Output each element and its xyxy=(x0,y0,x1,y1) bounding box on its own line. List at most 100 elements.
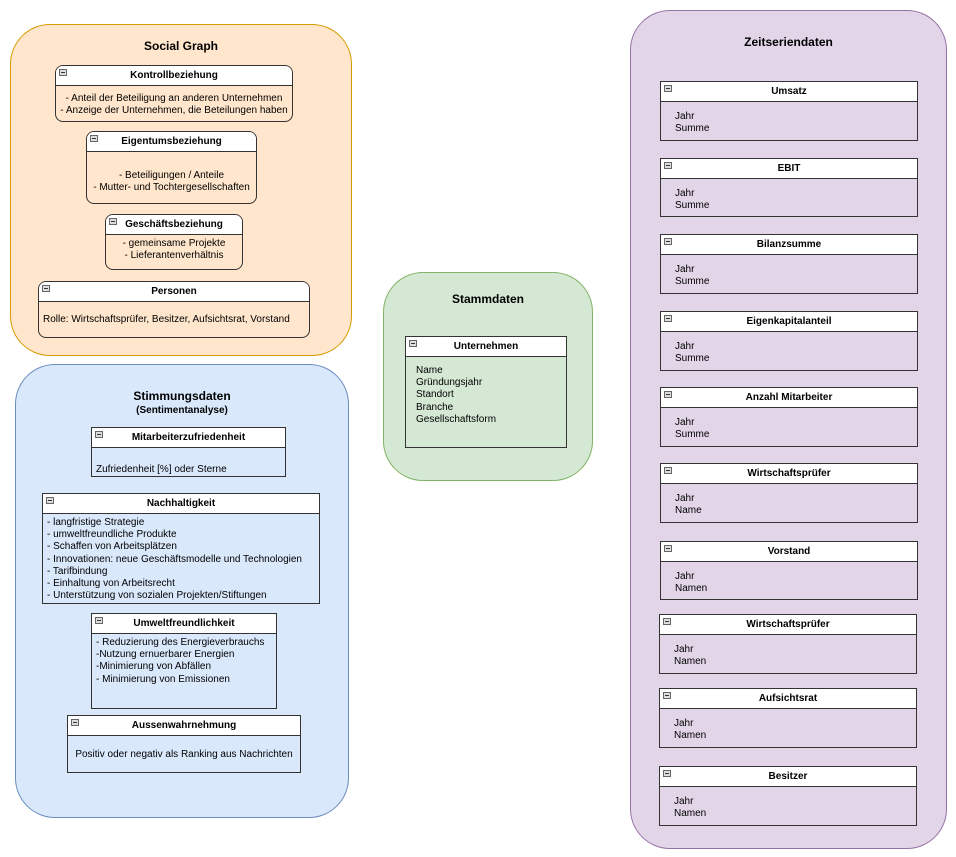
entity-header: Kontrollbeziehung xyxy=(56,66,292,86)
collapse-icon[interactable] xyxy=(95,431,103,438)
entity-attribute: -Minimierung von Abfällen xyxy=(96,661,212,673)
entity-header: Mitarbeiterzufriedenheit xyxy=(92,428,285,448)
entity-attribute: - Lieferantenverhältnis xyxy=(124,250,224,262)
group-subtitle: (Sentimentanalyse) xyxy=(136,405,228,416)
entity-box[interactable]: Umweltfreundlichkeit- Reduzierung des En… xyxy=(91,613,277,709)
group-title: Stammdaten xyxy=(451,292,525,306)
entity-box[interactable]: Geschäftsbeziehung - gemeinsame Projekte-… xyxy=(105,214,243,270)
entity-body: - langfristige Strategie- umweltfreundli… xyxy=(43,514,319,604)
collapse-icon[interactable] xyxy=(59,69,67,76)
entity-attribute: Summe xyxy=(675,429,710,441)
entity-title: Unternehmen xyxy=(453,341,519,352)
entity-title: Mitarbeiterzufriedenheit xyxy=(131,432,246,443)
collapse-icon[interactable] xyxy=(90,135,98,142)
entity-header: Wirtschaftsprüfer xyxy=(660,615,916,635)
entity-attribute: Standort xyxy=(416,389,454,401)
entity-attribute: - Schaffen von Arbeitsplätzen xyxy=(47,541,177,553)
entity-attribute: - Einhaltung von Arbeitsrecht xyxy=(47,578,175,590)
entity-title: Kontrollbeziehung xyxy=(130,70,218,81)
entity-body: - Reduzierung des Energieverbrauchs-Nutz… xyxy=(92,634,276,688)
collapse-icon[interactable] xyxy=(664,391,672,398)
collapse-icon[interactable] xyxy=(46,497,54,504)
collapse-icon[interactable] xyxy=(664,162,672,169)
entity-attribute: Summe xyxy=(675,200,710,212)
entity-box[interactable]: Eigentumsbeziehung- Beteiligungen / Ante… xyxy=(86,131,257,204)
entity-title: Aufsichtsrat xyxy=(758,693,818,704)
entity-attribute: - gemeinsame Projekte xyxy=(122,238,226,249)
stamm-group: Stammdaten xyxy=(383,272,593,481)
entity-attribute: - Mutter- und Tochtergesellschaften xyxy=(93,182,250,194)
entity-title: Anzahl Mitarbeiter xyxy=(745,392,833,403)
entity-header: Besitzer xyxy=(660,767,916,787)
collapse-icon[interactable] xyxy=(409,340,417,347)
collapse-icon[interactable] xyxy=(95,617,103,624)
entity-attribute: - Minimierung von Emissionen xyxy=(96,673,230,685)
entity-header: Nachhaltigkeit xyxy=(43,494,319,514)
entity-body: - Beteiligungen / Anteile- Mutter- und T… xyxy=(87,152,256,196)
entity-attribute: Name xyxy=(675,505,702,517)
collapse-icon[interactable] xyxy=(42,285,50,292)
entity-attribute: Namen xyxy=(674,808,707,820)
entity-title: Eigenkapitalanteil xyxy=(746,316,832,327)
collapse-icon[interactable] xyxy=(663,618,671,625)
entity-header: Wirtschaftsprüfer xyxy=(661,464,917,484)
entity-attribute: - Tarifbindung xyxy=(47,565,108,577)
entity-attribute: - Reduzierung des Energieverbrauchs xyxy=(96,637,265,648)
collapse-icon[interactable] xyxy=(71,719,79,726)
collapse-icon[interactable] xyxy=(109,218,117,225)
collapse-icon[interactable] xyxy=(663,770,671,777)
entity-box[interactable]: Nachhaltigkeit- langfristige Strategie- … xyxy=(42,493,320,604)
collapse-icon[interactable] xyxy=(663,692,671,699)
entity-attribute: - Anteil der Beteiligung an anderen Unte… xyxy=(65,93,283,104)
collapse-icon[interactable] xyxy=(664,238,672,245)
entity-attribute: Jahr xyxy=(674,718,694,729)
entity-title: Wirtschaftsprüfer xyxy=(747,468,831,479)
entity-header: Umsatz xyxy=(661,82,917,102)
collapse-icon[interactable] xyxy=(664,545,672,552)
collapse-icon[interactable] xyxy=(664,467,672,474)
entity-attribute: Namen xyxy=(675,583,708,595)
entity-attribute: Zufriedenheit [%] oder Sterne xyxy=(96,464,227,475)
entity-attribute: - langfristige Strategie xyxy=(47,517,145,528)
entity-title: Bilanzsumme xyxy=(756,239,822,250)
entity-attribute: - Anzeige der Unternehmen, die Beteilung… xyxy=(60,105,288,117)
collapse-icon[interactable] xyxy=(664,315,672,322)
entity-title: Aussenwahrnehmung xyxy=(131,720,237,731)
entity-attribute: - Unterstützung von sozialen Projekten/S… xyxy=(47,590,267,602)
entity-box[interactable]: Kontrollbeziehung - Anteil der Beteiligun… xyxy=(55,65,293,122)
entity-attribute: Jahr xyxy=(675,111,695,122)
entity-attribute: Positiv oder negativ als Ranking aus Nac… xyxy=(75,749,293,760)
entity-title: Geschäftsbeziehung xyxy=(125,219,223,230)
entity-attribute: Summe xyxy=(675,276,710,288)
entity-attribute: Gründungsjahr xyxy=(416,377,483,389)
entity-header: Unternehmen xyxy=(406,337,566,357)
entity-body: - gemeinsame Projekte- Lieferantenverhäl… xyxy=(106,235,242,264)
collapse-icon[interactable] xyxy=(664,85,672,92)
entity-attribute: Summe xyxy=(675,123,710,135)
entity-header: Umweltfreundlichkeit xyxy=(92,614,276,634)
entity-title: Nachhaltigkeit xyxy=(146,498,216,509)
entity-attribute: Rolle: Wirtschaftsprüfer, Besitzer, Aufs… xyxy=(43,314,290,325)
entity-attribute: Jahr xyxy=(675,493,695,504)
entity-attribute: Jahr xyxy=(675,264,695,275)
group-title: Social Graph xyxy=(143,39,219,53)
